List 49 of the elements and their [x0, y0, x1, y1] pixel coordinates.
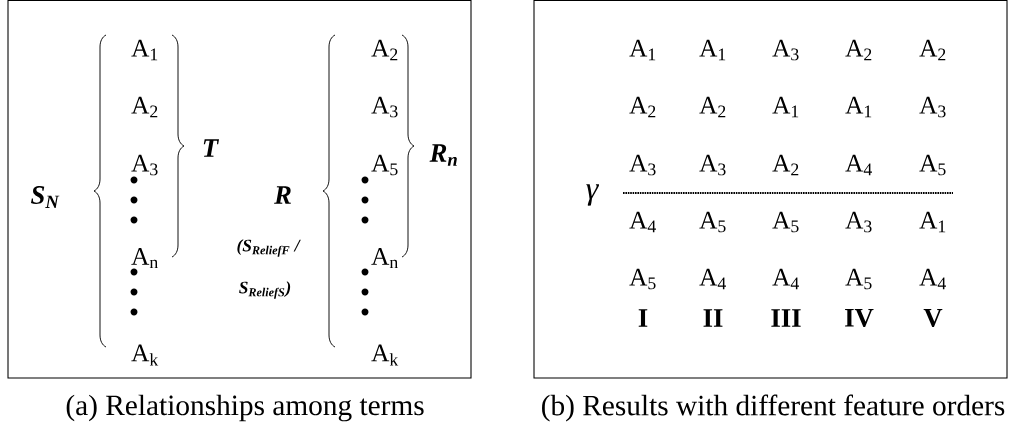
term-label: A$_{5}$ — [629, 268, 656, 290]
term-label: A$_{4}$ — [699, 268, 726, 290]
set-symbol: R — [274, 186, 291, 204]
term-label: A$_{2}$ — [371, 39, 398, 61]
term-label: A$_{5}$ — [845, 268, 872, 290]
term-label: A$_{n}$ — [131, 247, 158, 269]
term-label: A$_{3}$ — [371, 96, 398, 118]
term-label: A$_{4}$ — [772, 268, 799, 290]
term-label: A$_{2}$ — [845, 39, 872, 61]
term-label: A$_{3}$ — [699, 154, 726, 176]
term-label: A$_{1}$ — [699, 39, 726, 61]
term-label: A$_{k}$ — [131, 344, 159, 366]
column-label: III — [771, 309, 801, 327]
term-label: A$_{5}$ — [919, 154, 946, 176]
set-symbol: R$_{n}$ — [429, 144, 457, 166]
term-label: A$_{1}$ — [629, 39, 656, 61]
term-label: A$_{n}$ — [371, 247, 398, 269]
term-label: A$_{5}$ — [371, 154, 398, 176]
term-label: A$_{5}$ — [699, 211, 726, 233]
method-label: S$_{ReliefS}$) — [239, 281, 291, 299]
column-label: II — [703, 309, 723, 327]
panel-caption: (a) Relationships among terms — [66, 394, 424, 422]
term-label: A$_{3}$ — [629, 154, 656, 176]
term-label: A$_{2}$ — [919, 39, 946, 61]
term-label: A$_{4}$ — [629, 211, 656, 233]
panel-caption: (b) Results with different feature orders — [542, 394, 1005, 422]
term-label: A$_{1}$ — [845, 96, 872, 118]
term-label: A$_{1}$ — [772, 96, 799, 118]
term-label: A$_{5}$ — [772, 211, 799, 233]
term-label: A$_{4}$ — [845, 154, 872, 176]
threshold-symbol: γ — [586, 184, 599, 206]
set-symbol: S$_{N}$ — [31, 186, 60, 208]
term-label: A$_{1}$ — [919, 211, 946, 233]
term-label: A$_{3}$ — [919, 96, 946, 118]
term-label: A$_{2}$ — [629, 96, 656, 118]
column-label: I — [638, 309, 648, 327]
term-label: A$_{1}$ — [131, 39, 158, 61]
method-label: (S$_{ReliefF}$ / — [237, 239, 301, 257]
term-label: A$_{k}$ — [371, 344, 399, 366]
set-symbol: T — [203, 139, 220, 157]
term-label: A$_{2}$ — [699, 96, 726, 118]
term-label: A$_{3}$ — [845, 211, 872, 233]
column-label: IV — [845, 309, 874, 327]
term-label: A$_{2}$ — [131, 96, 158, 118]
term-label: A$_{2}$ — [772, 154, 799, 176]
term-label: A$_{3}$ — [772, 39, 799, 61]
term-label: A$_{3}$ — [131, 154, 158, 176]
column-label: V — [923, 309, 943, 327]
term-label: A$_{4}$ — [919, 268, 946, 290]
